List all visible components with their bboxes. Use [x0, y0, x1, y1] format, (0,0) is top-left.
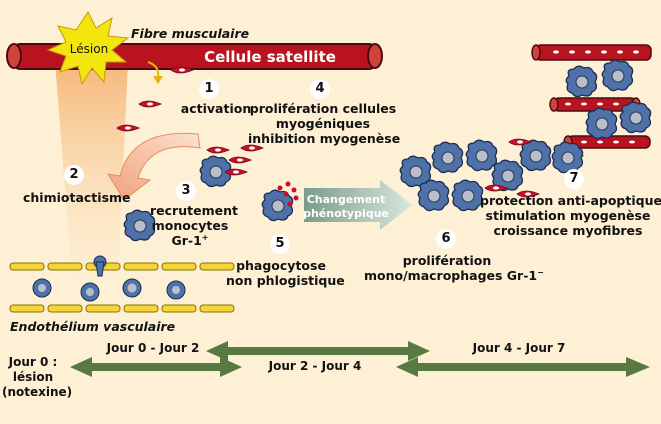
period-2-label: Jour 2 - Jour 4 — [268, 359, 362, 373]
step-1-line-1: activation — [180, 101, 252, 116]
step-5-line-2: non phlogistique — [226, 273, 345, 288]
period-1-label: Jour 0 - Jour 2 — [106, 341, 200, 355]
lesion-beam — [55, 62, 128, 278]
step-4-line-1: prolifération cellules — [249, 101, 397, 116]
step-3-gr1: Gr-1 — [171, 233, 202, 248]
step-5-label: phagocytose non phlogistique — [226, 258, 345, 288]
regenerating-myofibres — [531, 44, 652, 149]
step-1-label: activation — [176, 101, 256, 116]
step-2-line-1: chimiotactisme — [23, 190, 131, 205]
macrophage-cell — [601, 59, 634, 92]
period-3-label: Jour 4 - Jour 7 — [472, 341, 566, 355]
lesion-star-icon — [46, 11, 130, 86]
macrophage-cell — [417, 179, 450, 212]
day0-line-1: Jour 0 : — [8, 355, 58, 369]
macrophage-cell — [451, 179, 484, 212]
chemotaxis-arrow — [106, 132, 201, 201]
step-7-line-2: stimulation myogenèse — [485, 208, 651, 223]
activation-arrowhead — [153, 76, 163, 84]
phenotypic-change-label-1: Changement — [307, 193, 386, 206]
step-6-gr1: mono/macrophages Gr-1 — [364, 268, 538, 283]
step-4-line-2: myogéniques — [275, 116, 371, 131]
step-6-sup: − — [537, 267, 544, 277]
step-2-number: 2 — [64, 165, 84, 185]
step-2-label: chimiotactisme — [23, 190, 131, 205]
day0-line-3: (notexine) — [2, 385, 73, 399]
vascular-endothelium — [9, 262, 235, 313]
step-3-sup: + — [201, 232, 209, 242]
endothelium-label: Endothélium vasculaire — [10, 319, 175, 334]
step-3-line-3: Gr-1+ — [150, 233, 230, 248]
blood-monocytes — [32, 255, 186, 302]
step-6-label: prolifération mono/macrophages Gr-1− — [364, 253, 544, 283]
step-6-number: 6 — [436, 229, 456, 249]
step-3-label: recrutement monocytes Gr-1+ — [150, 203, 238, 248]
step-4-line-3: inhibition myogenèse — [248, 131, 401, 146]
step-6-line-1: prolifération — [402, 253, 492, 268]
macrophage-cell — [551, 141, 584, 174]
step-6-line-2: mono/macrophages Gr-1− — [364, 268, 544, 283]
step-4-label: prolifération cellules myogéniques inhib… — [248, 101, 401, 146]
step-5-number: 5 — [270, 234, 290, 254]
macrophage-cell — [585, 107, 618, 140]
step-4-number: 4 — [310, 79, 330, 99]
day0-label: Jour 0 : lésion (notexine) — [2, 355, 73, 400]
satellite-cell — [138, 100, 162, 108]
day0-line-2: lésion — [12, 370, 54, 384]
macrophage-cell — [431, 141, 464, 174]
satellite-cell — [206, 146, 230, 154]
cellule-satellite-label: Cellule satellite — [204, 48, 336, 66]
fibre-label: Fibre musculaire — [131, 26, 249, 41]
step-3-line-1: recrutement — [150, 203, 238, 218]
step-7-line-1: protection anti-apoptique — [480, 193, 661, 208]
satellite-cell — [224, 168, 248, 176]
step-7-label: protection anti-apoptique stimulation my… — [480, 193, 661, 238]
step-7-line-3: croissance myofibres — [493, 223, 643, 238]
macrophage-cell — [465, 139, 498, 172]
macrophage-cell — [565, 65, 598, 98]
macrophage-cell — [519, 139, 552, 172]
macrophage-cell — [619, 101, 652, 134]
step-7-number: 7 — [564, 169, 584, 189]
step-3-line-2: monocytes — [151, 218, 229, 233]
lesion-label: Lésion — [70, 42, 108, 56]
phenotypic-change-label-2: phénotypique — [303, 207, 389, 220]
phenotypic-change-arrow — [304, 180, 412, 230]
step-3-number: 3 — [176, 181, 196, 201]
debris-particles — [277, 181, 299, 207]
step-1-number: 1 — [199, 79, 219, 99]
step-5-line-1: phagocytose — [236, 258, 326, 273]
satellite-cell — [116, 124, 140, 132]
satellite-cell — [228, 156, 252, 164]
timeline-arrows — [70, 341, 650, 377]
